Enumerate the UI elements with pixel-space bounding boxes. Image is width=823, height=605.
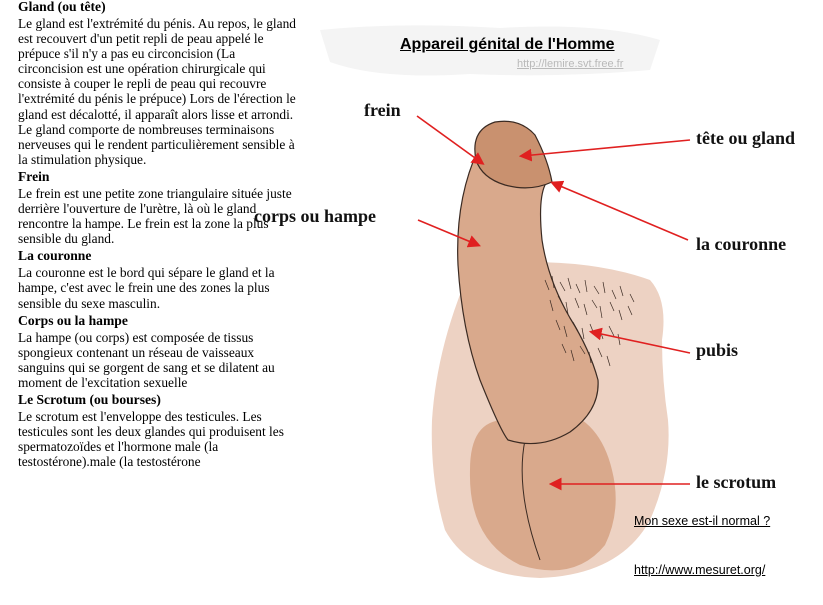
background-blob (320, 25, 660, 76)
penis-shaft (457, 149, 599, 445)
label-corps: corps ou hampe (254, 206, 377, 226)
label-pubis: pubis (696, 340, 739, 360)
label-tete: tête ou gland (696, 128, 795, 148)
arrow-tete (518, 139, 691, 162)
label-frein: frein (364, 100, 401, 120)
description-column: Gland (ou tête) Le gland est l'extrémité… (18, 0, 303, 470)
label-couronne: la couronne (696, 234, 787, 254)
arrow-couronne (550, 180, 689, 241)
section-text: Le frein est une petite zone triangulair… (18, 185, 292, 247)
label-scrotum: le scrotum (696, 472, 777, 492)
section-frein: Frein Le frein est une petite zone trian… (18, 168, 303, 246)
pubic-hair (544, 275, 635, 367)
section-text: Le scrotum est l'enveloppe des testicule… (18, 408, 284, 470)
normal-question-link[interactable]: Mon sexe est-il normal ? (634, 514, 771, 528)
scrotum-seam (521, 439, 541, 561)
arrow-frein (416, 115, 485, 165)
section-heading: Frein (18, 168, 50, 184)
section-text: La couronne est le bord qui sépare le gl… (18, 265, 275, 311)
label-arrows (416, 115, 691, 491)
section-gland: Gland (ou tête) Le gland est l'extrémité… (18, 0, 303, 167)
section-text: Le gland est l'extrémité du pénis. Au re… (18, 16, 296, 167)
arrow-corps (417, 219, 481, 248)
source-url[interactable]: http://lemire.svt.free.fr (517, 58, 624, 70)
section-heading: Gland (ou tête) (18, 0, 106, 14)
site-link[interactable]: http://www.mesuret.org/ (634, 563, 766, 577)
arrow-pubis (588, 327, 691, 354)
scrotum (469, 408, 616, 571)
section-heading: Corps ou la hampe (18, 312, 128, 328)
section-couronne: La couronne La couronne est le bord qui … (18, 247, 303, 310)
glans (474, 120, 553, 189)
section-heading: La couronne (18, 248, 92, 264)
section-heading: Le Scrotum (ou bourses) (18, 391, 161, 407)
diagram-title: Appareil génital de l'Homme (400, 36, 615, 53)
section-corps: Corps ou la hampe La hampe (ou corps) es… (18, 312, 303, 390)
section-text: La hampe (ou corps) est composée de tiss… (18, 329, 275, 390)
section-scrotum: Le Scrotum (ou bourses) Le scrotum est l… (18, 391, 303, 469)
